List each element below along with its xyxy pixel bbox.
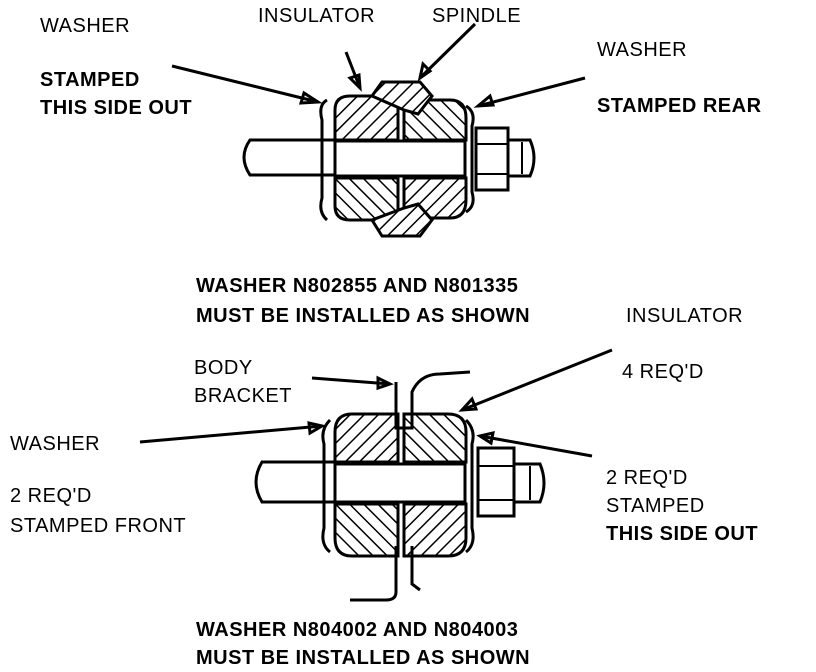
top-washer-right	[465, 104, 475, 214]
bottom-insulator-lower-right	[402, 502, 468, 558]
top-caption-2: MUST BE INSTALLED AS SHOWN	[196, 305, 530, 327]
bottom-label-insulator: INSULATOR	[626, 305, 743, 327]
top-spindle-part	[369, 80, 434, 116]
top-nut	[474, 126, 510, 192]
bottom-insulator-upper-right	[402, 412, 468, 464]
top-caption-1: WASHER N802855 AND N801335	[196, 275, 518, 297]
top-leader-lines	[171, 22, 586, 108]
bottom-assembly	[254, 370, 546, 602]
top-bolt	[333, 139, 467, 178]
bottom-label-stamped-front: STAMPED FRONT	[10, 515, 186, 537]
bottom-label-this-side-out: THIS SIDE OUT	[606, 523, 758, 545]
bottom-label-bracket: BRACKET	[194, 385, 292, 407]
bottom-label-2-reqd-right: 2 REQ'D	[606, 467, 688, 489]
top-label-washer-left: WASHER	[40, 15, 130, 37]
bottom-label-4-reqd: 4 REQ'D	[622, 361, 704, 383]
bottom-bracket-upper	[394, 370, 471, 430]
bottom-washer-left	[321, 418, 332, 554]
top-washer-left	[319, 98, 329, 222]
bottom-insulator-lower-left	[333, 502, 400, 558]
bottom-washer-right	[464, 418, 475, 554]
bottom-nut	[476, 446, 516, 518]
top-label-stamped-rear: STAMPED REAR	[597, 95, 762, 117]
bottom-label-2-reqd-left: 2 REQ'D	[10, 485, 92, 507]
bottom-label-washer: WASHER	[10, 433, 100, 455]
top-spindle-lower	[369, 202, 434, 238]
bottom-label-body: BODY	[194, 357, 253, 379]
bottom-bracket-lower	[350, 546, 398, 602]
top-label-spindle: SPINDLE	[432, 5, 521, 27]
bottom-caption-2: MUST BE INSTALLED AS SHOWN	[196, 647, 530, 669]
top-shaft	[242, 138, 347, 177]
top-label-washer-right: WASHER	[597, 39, 687, 61]
top-label-stamped-1: STAMPED	[40, 69, 140, 91]
bottom-shaft	[254, 460, 347, 504]
bottom-bolt	[333, 462, 467, 504]
top-label-insulator: INSULATOR	[258, 5, 375, 27]
top-label-stamped-2: THIS SIDE OUT	[40, 97, 192, 119]
bottom-label-stamped: STAMPED	[606, 495, 705, 517]
bottom-leader-lines	[139, 348, 613, 458]
bottom-insulator-upper-left	[333, 412, 400, 464]
top-assembly	[242, 80, 536, 238]
bottom-caption-1: WASHER N804002 AND N804003	[196, 619, 518, 641]
